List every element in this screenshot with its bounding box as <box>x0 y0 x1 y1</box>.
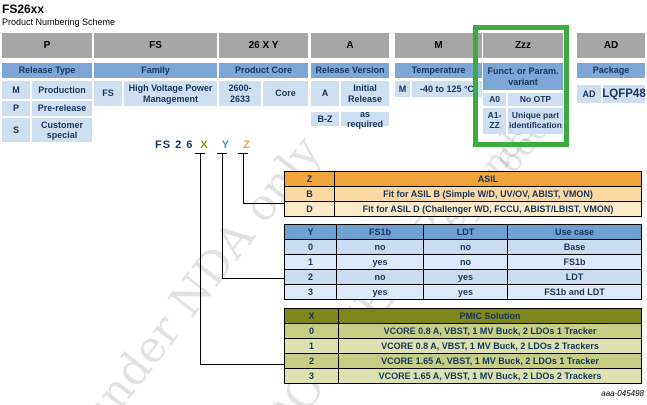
table-header-row: X PMIC Solution <box>284 308 642 324</box>
value-cell: -40 to 125 °C <box>412 81 482 97</box>
z-row-value: Fit for ASIL B (Simple W/D, UV/OV, ABIST… <box>334 186 642 202</box>
subheader-product-core: Product Core <box>219 63 308 78</box>
value-cell: Production <box>32 81 92 99</box>
page-subtitle: Product Numbering Scheme <box>2 17 116 27</box>
y-table-header-usecase: Use case <box>507 224 642 240</box>
subheader-release-type: Release Type <box>2 63 92 78</box>
table-row: 2 VCORE 1.65 A, VBST, 1 MV Buck, 2 LDOs … <box>284 353 642 369</box>
key-cell: AD <box>577 85 601 103</box>
part-code-y: Y <box>221 139 231 151</box>
part-code-x: X <box>200 139 209 151</box>
value-cell: Pre-release <box>32 101 92 116</box>
z-row-key: D <box>284 201 335 217</box>
x-pmic-table: X PMIC Solution 0 VCORE 0.8 A, VBST, 1 M… <box>284 308 642 384</box>
table-row: 1 yes no FS1b <box>284 254 642 270</box>
key-cell: B-Z <box>311 112 339 126</box>
table-row: B Fit for ASIL B (Simple W/D, UV/OV, ABI… <box>284 186 642 202</box>
x-table-header-pmic: PMIC Solution <box>338 308 642 324</box>
key-cell: M <box>395 81 410 97</box>
value-cell: High Voltage Power Management <box>124 81 217 106</box>
connector-x-vertical <box>200 153 201 364</box>
connector-x-horizontal <box>200 364 284 365</box>
page-title: FS26xx <box>2 2 45 16</box>
x-table-header-key: X <box>284 308 339 324</box>
table-row: 0 VCORE 0.8 A, VBST, 1 MV Buck, 2 LDOs 1… <box>284 323 642 339</box>
subheader-release-version: Release Version <box>311 63 389 78</box>
column-header-ad: AD <box>577 33 645 58</box>
connector-y-vertical <box>222 153 223 278</box>
y-table-header-ldt: LDT <box>423 224 508 240</box>
key-cell: A0 <box>483 93 506 106</box>
column-header-p: P <box>2 33 92 58</box>
column-header-a: A <box>311 33 389 58</box>
subheader-package: Package <box>577 63 645 78</box>
z-asil-table: Z ASIL B Fit for ASIL B (Simple W/D, UV/… <box>284 171 642 217</box>
table-header-row: Y FS1b LDT Use case <box>284 224 642 240</box>
connector-z-horizontal <box>243 203 284 204</box>
key-cell: 2600-2633 <box>219 81 261 106</box>
highlight-box <box>473 25 569 147</box>
part-code-prefix: FS 2 6 <box>155 139 194 151</box>
value-cell: as required <box>341 109 389 129</box>
package-name-cell: LQFP48 <box>602 85 646 103</box>
value-cell: Customer special <box>32 118 92 142</box>
column-header-fs: FS <box>94 33 217 58</box>
connector-z-vertical <box>243 153 244 203</box>
part-code-z: Z <box>243 139 251 151</box>
y-table-header-key: Y <box>284 224 337 240</box>
y-options-table: Y FS1b LDT Use case 0 no no Base 1 yes n… <box>284 224 642 300</box>
subheader-temperature: Temperature <box>395 63 482 78</box>
key-cell: S <box>2 118 30 142</box>
table-row: 0 no no Base <box>284 239 642 255</box>
column-header-m: M <box>395 33 482 58</box>
key-cell: M <box>2 81 30 99</box>
column-header-zzz: Zzz <box>483 33 563 58</box>
connector-y-horizontal <box>222 278 284 279</box>
key-cell: A1- ZZ <box>483 108 506 134</box>
table-row: 2 no yes LDT <box>284 269 642 285</box>
subheader-variant: Funct. or Param. variant <box>483 63 563 90</box>
z-table-header-key: Z <box>284 171 335 187</box>
table-row: 1 VCORE 0.8 A, VBST, 1 MV Buck, 2 LDOs 2… <box>284 338 642 354</box>
value-cell: No OTP <box>508 93 563 106</box>
z-row-value: Fit for ASIL D (Challenger WD, FCCU, ABI… <box>334 201 642 217</box>
z-row-key: B <box>284 186 335 202</box>
subheader-family: Family <box>94 63 217 78</box>
table-row: D Fit for ASIL D (Challenger WD, FCCU, A… <box>284 201 642 217</box>
key-cell: FS <box>94 81 122 106</box>
value-cell: Initial Release <box>341 81 389 106</box>
z-table-header-asil: ASIL <box>334 171 642 187</box>
table-row: 3 yes yes FS1b and LDT <box>284 284 642 300</box>
key-cell: A <box>311 81 339 106</box>
y-table-header-fs1b: FS1b <box>336 224 424 240</box>
value-cell: Unique part identification <box>508 108 563 134</box>
table-row: 3 VCORE 1.65 A, VBST, 1 MV Buck, 2 LDOs … <box>284 368 642 384</box>
value-cell: Core <box>263 81 308 106</box>
column-header-26xy: 26 X Y <box>219 33 308 58</box>
figure-id: aaa-045498 <box>601 389 644 398</box>
key-cell: P <box>2 101 30 116</box>
